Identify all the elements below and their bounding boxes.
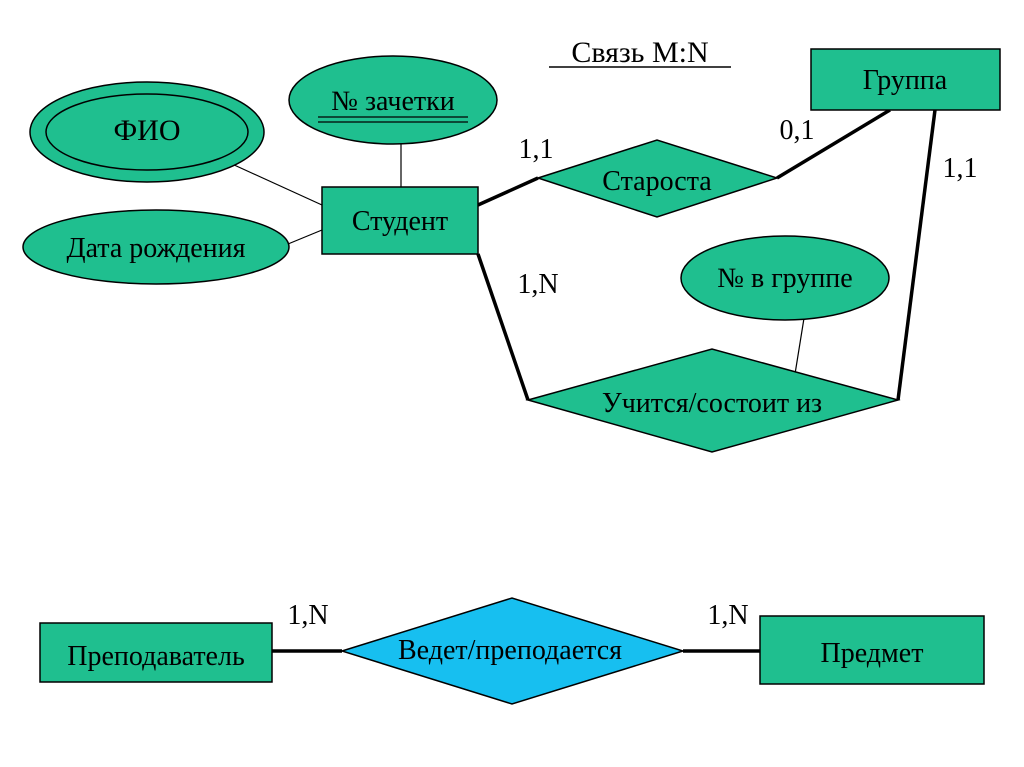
relationship-headman: Староста xyxy=(535,139,780,218)
cardinality-group-studies: 1,1 xyxy=(943,153,978,184)
cardinality-teacher-teaches: 1,N xyxy=(287,600,328,631)
entity-subject: Предмет xyxy=(759,615,985,685)
relationship-studies-label: Учится/состоит из xyxy=(602,388,822,419)
line-birthdate-student xyxy=(287,229,323,245)
connectors xyxy=(231,108,937,653)
cardinality-student-headman: 1,1 xyxy=(519,134,554,165)
entity-group: Группа xyxy=(810,48,1001,111)
attribute-birth-date-label: Дата рождения xyxy=(67,233,246,264)
relationship-headman-label: Староста xyxy=(602,166,712,197)
attribute-record-book-label: № зачетки xyxy=(331,86,454,117)
attribute-group-number: № в группе xyxy=(680,235,890,321)
entity-student-label: Студент xyxy=(352,206,448,237)
entity-student: Студент xyxy=(321,186,479,255)
line-groupnumber-studies xyxy=(794,311,806,375)
entity-subject-label: Предмет xyxy=(821,638,924,669)
cardinality-subject-teaches: 1,N xyxy=(707,600,748,631)
entity-group-label: Группа xyxy=(863,65,948,96)
attribute-fio: ФИО xyxy=(29,81,265,183)
attribute-group-number-label: № в группе xyxy=(717,263,852,294)
attribute-birth-date: Дата рождения xyxy=(22,209,290,285)
attribute-fio-label: ФИО xyxy=(113,114,180,147)
attribute-record-book: № зачетки xyxy=(288,55,498,145)
entity-teacher-label: Преподаватель xyxy=(67,641,244,672)
line-group-studies xyxy=(896,109,937,401)
line-student-headman xyxy=(477,176,539,207)
line-headman-group xyxy=(776,108,891,180)
relationship-studies: Учится/состоит из xyxy=(525,348,901,453)
entity-teacher: Преподаватель xyxy=(39,622,273,683)
diagram-title: Связь M:N xyxy=(571,36,708,69)
line-fio-student xyxy=(231,163,323,206)
line-student-studies xyxy=(476,253,530,401)
cardinality-student-studies: 1,N xyxy=(517,269,558,300)
relationship-teaches: Ведет/преподается xyxy=(339,597,686,705)
cardinality-group-headman: 0,1 xyxy=(780,115,815,146)
relationship-teaches-label: Ведет/преподается xyxy=(398,635,622,666)
